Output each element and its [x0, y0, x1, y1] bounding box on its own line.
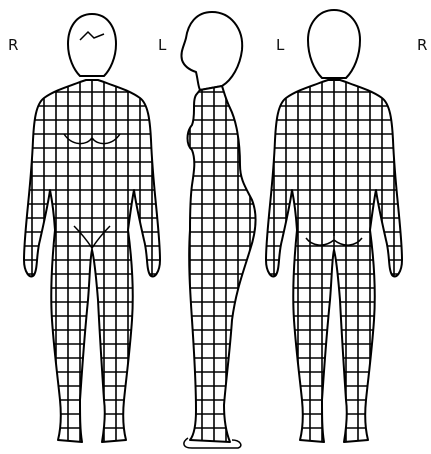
label-left-back: L: [276, 38, 284, 53]
front-head: [68, 14, 116, 76]
back-head: [308, 10, 360, 78]
label-right-front: R: [8, 38, 18, 53]
label-left-side: L: [158, 38, 166, 53]
side-body: [188, 86, 256, 442]
label-right-back: R: [417, 38, 427, 53]
side-head: [181, 12, 242, 90]
